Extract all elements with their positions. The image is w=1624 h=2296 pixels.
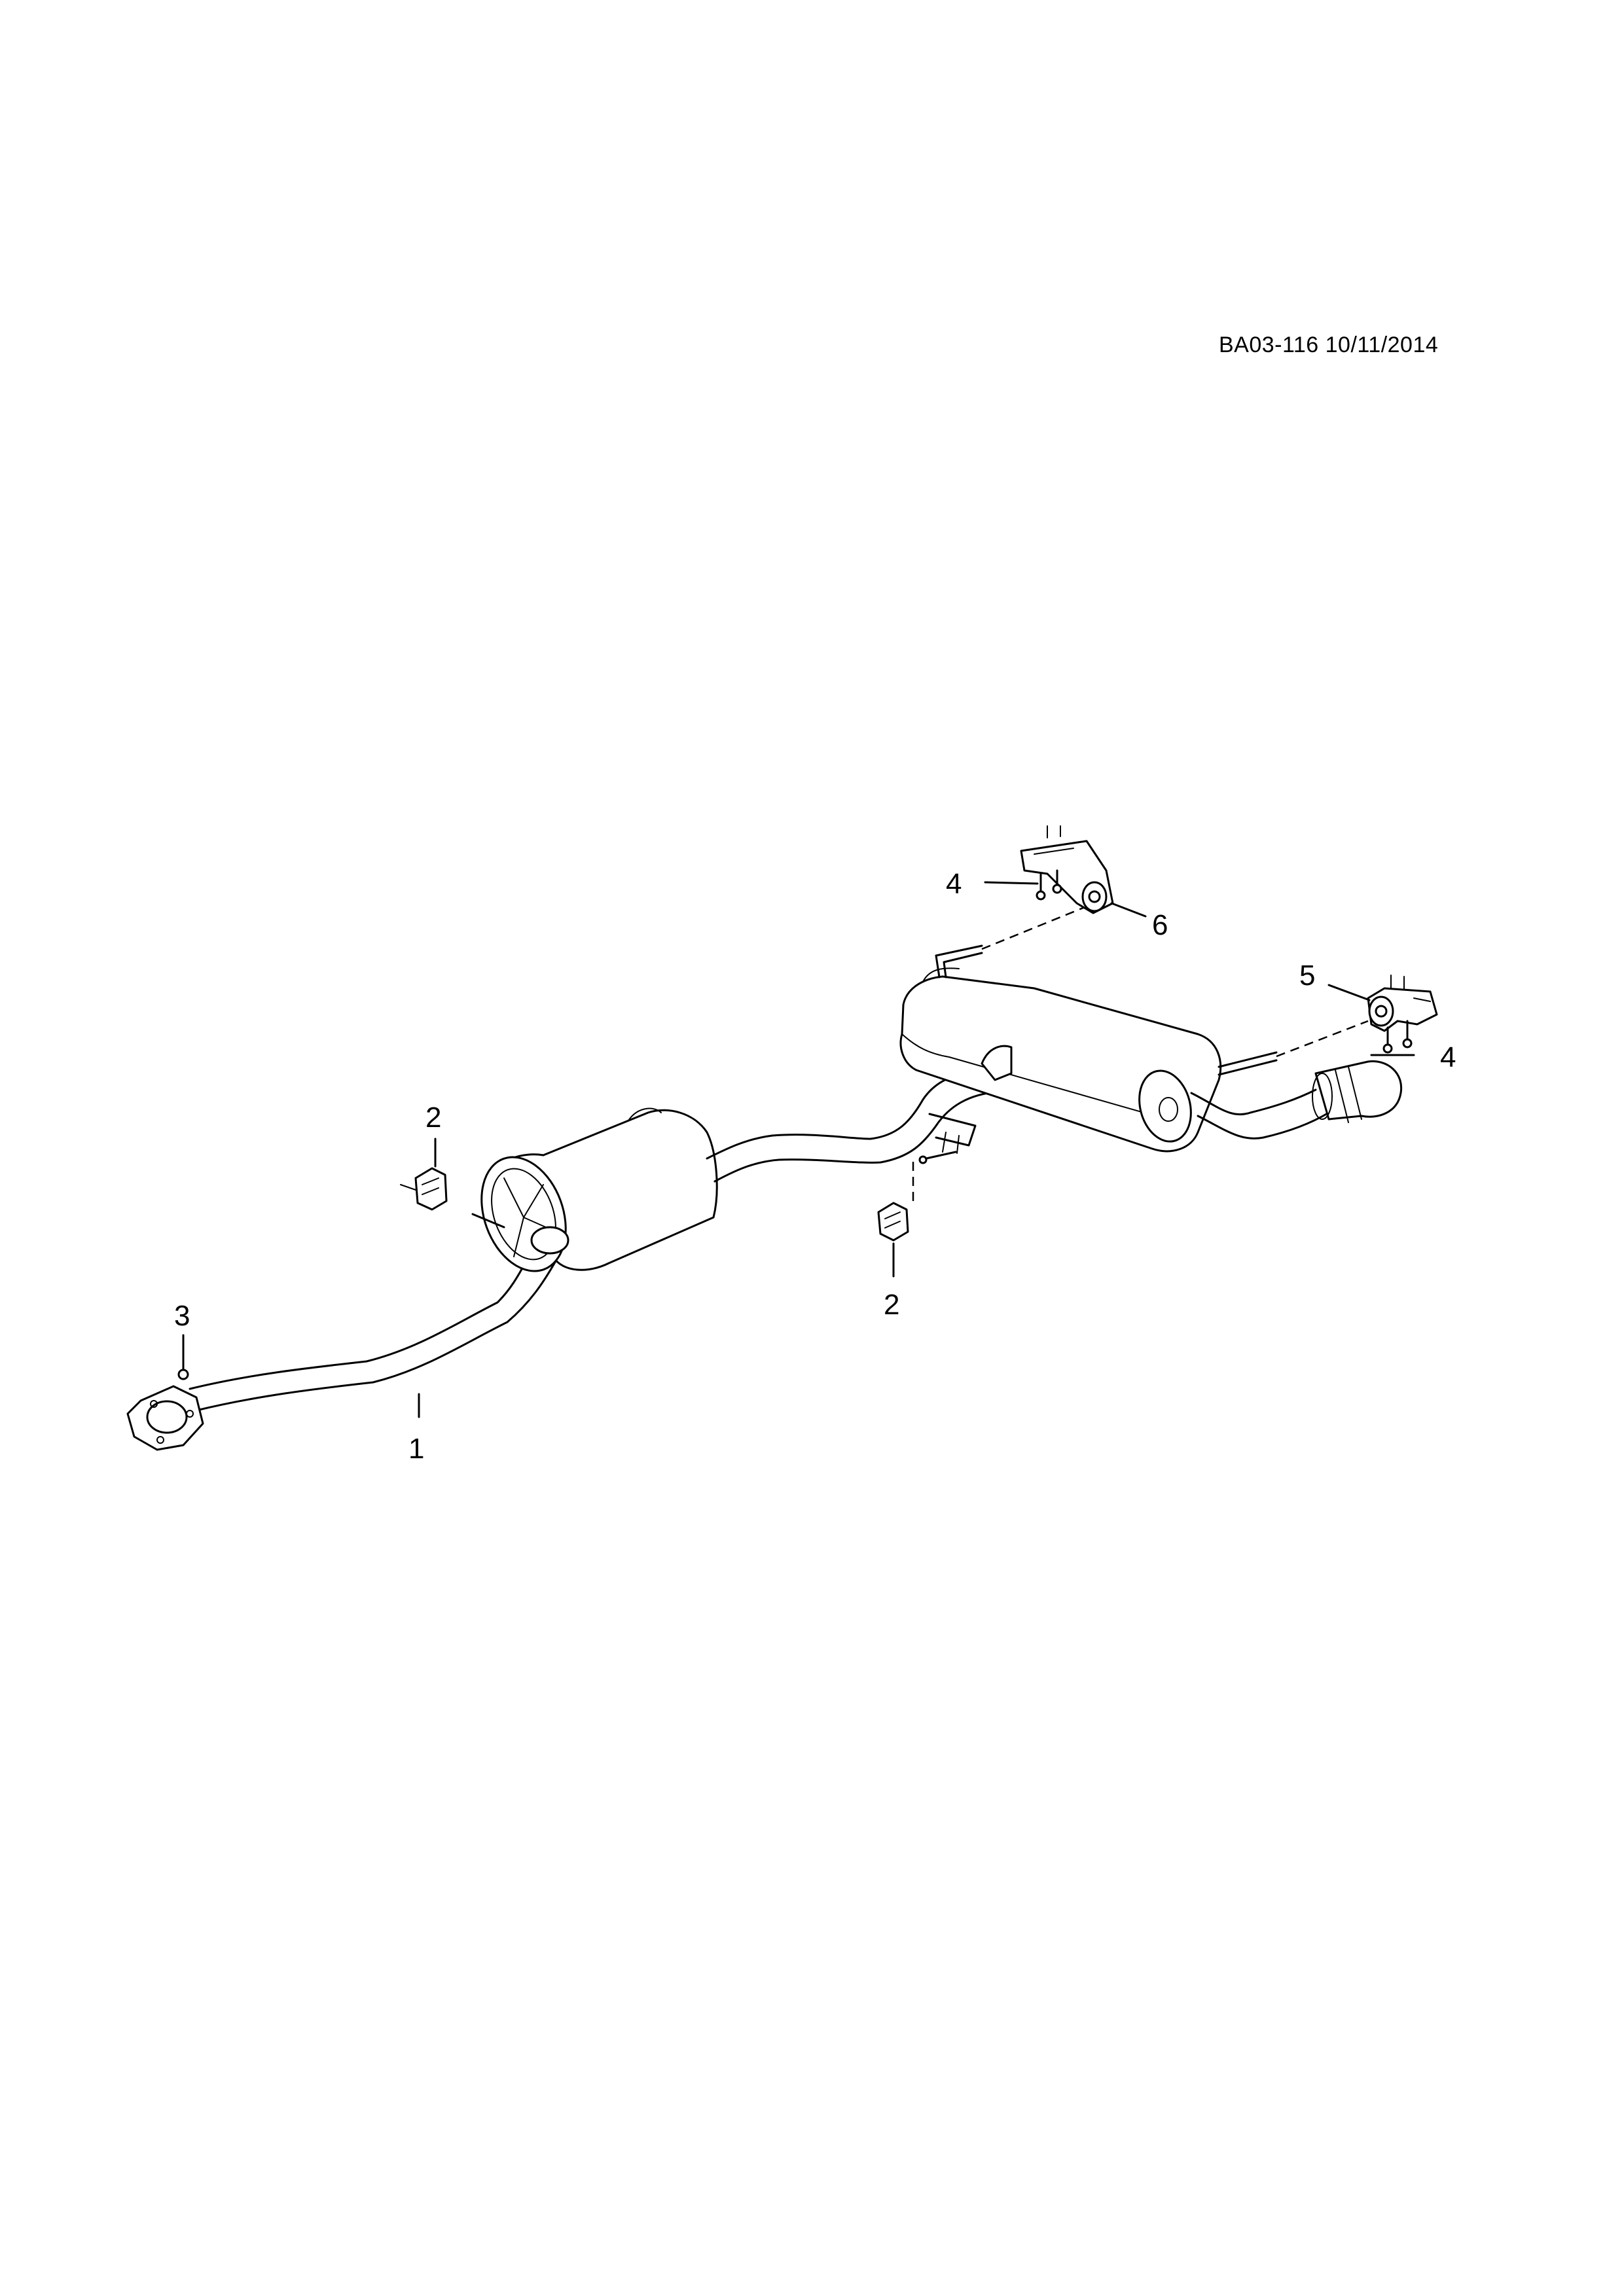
hanger-rod-rear-right [1218, 1051, 1278, 1076]
callout-4-left: 4 [946, 868, 962, 900]
leader-6 [1110, 902, 1147, 918]
callout-3: 3 [174, 1300, 190, 1332]
bracket-insulator-rear-right [1367, 975, 1438, 1032]
callout-4-right: 4 [1440, 1041, 1456, 1073]
callout-2-front: 2 [425, 1102, 441, 1134]
hanger-dash-rear-right [1276, 1020, 1369, 1058]
hanger-rod-front [471, 1213, 505, 1229]
drawing-reference: BA03-116 10/11/2014 [1219, 332, 1439, 357]
intermediate-pipe [706, 1069, 1000, 1183]
callout-5: 5 [1299, 960, 1315, 992]
rubber-insulator-front [400, 1167, 448, 1211]
bolt-rear-right-b [1402, 1020, 1413, 1049]
leader-5 [1327, 984, 1371, 1001]
bolt-rear-right-a [1382, 1026, 1393, 1054]
rear-muffler [899, 967, 1222, 1153]
callout-6: 6 [1152, 909, 1168, 941]
front-muffler [480, 1107, 718, 1272]
hanger-rod-rear-left [935, 944, 983, 978]
hanger-dash-rear-left [981, 905, 1087, 950]
bolt-rear-left-b [1052, 869, 1062, 894]
flange-nut [177, 1369, 189, 1380]
tailpipe [1190, 1060, 1403, 1139]
hanger-rod-middle [918, 1151, 957, 1164]
pipe-flange [126, 1385, 204, 1451]
callout-2-middle: 2 [884, 1289, 899, 1321]
callout-1: 1 [408, 1433, 424, 1465]
bracket-insulator-rear-left [1020, 825, 1114, 914]
rubber-insulator-middle [877, 1202, 909, 1242]
bolt-rear-left-a [1036, 872, 1046, 901]
leader-4-left [984, 881, 1039, 885]
